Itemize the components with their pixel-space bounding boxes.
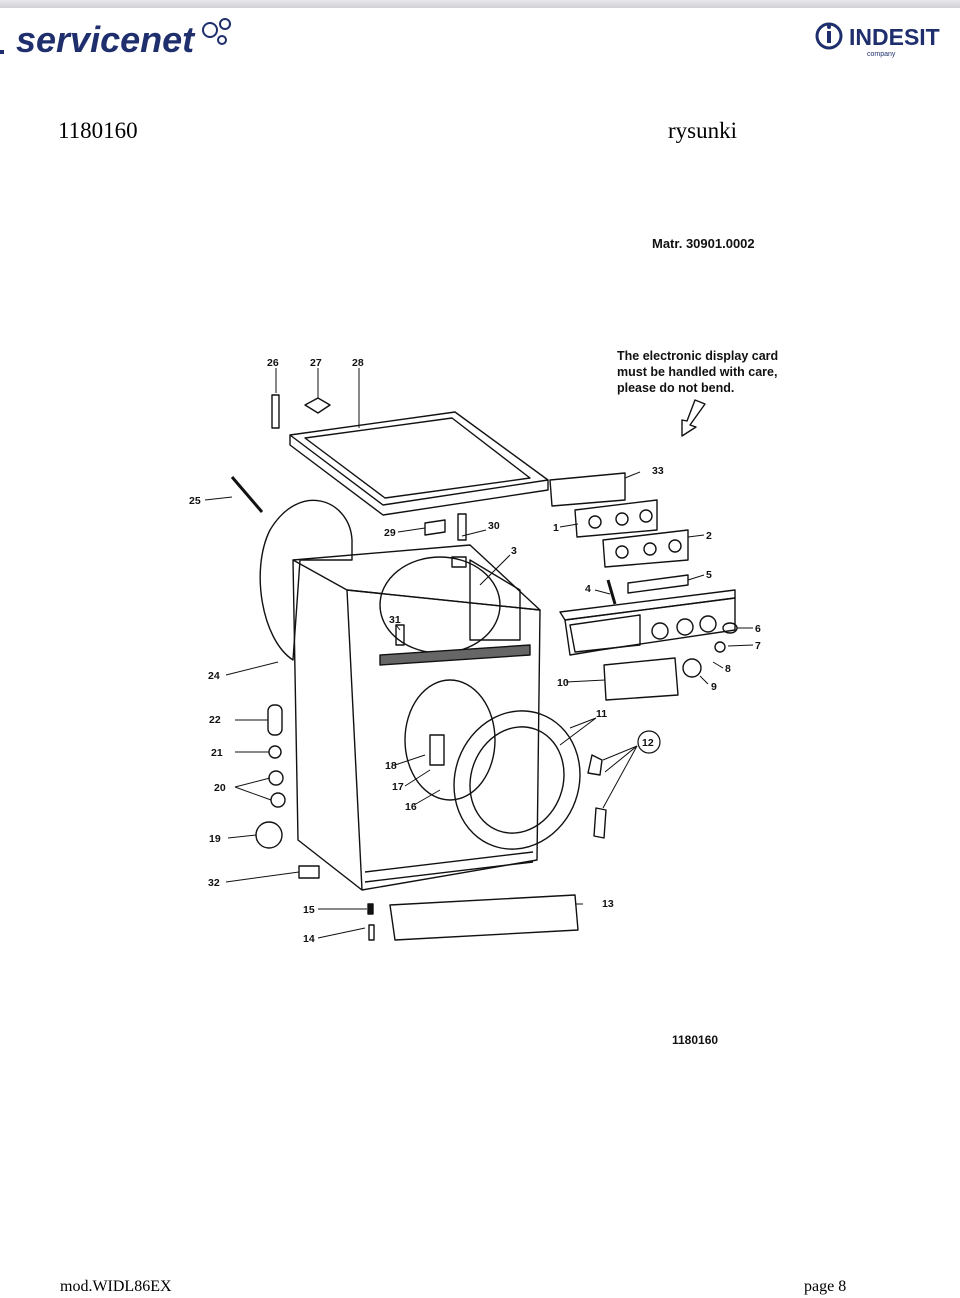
callout-15: 15 (303, 904, 315, 916)
exploded-diagram: Matr. 30901.0002 The electronic display … (189, 236, 778, 1047)
page-number: page 8 (804, 1278, 847, 1295)
knob (682, 658, 702, 678)
callout-7: 7 (755, 640, 761, 652)
servicenet-wordmark: servicenet (16, 19, 196, 60)
callout-17: 17 (392, 781, 404, 793)
callout-27: 27 (310, 357, 322, 369)
plinth (389, 894, 579, 941)
control-panel (559, 589, 736, 656)
callout-32: 32 (208, 877, 220, 889)
indesit-sub: company (867, 51, 896, 58)
callout-12: 12 (642, 737, 654, 749)
indesit-logo: INDESIT company (815, 22, 940, 58)
callout-9: 9 (711, 681, 717, 693)
callout-26: 26 (267, 357, 279, 369)
gear-icon (202, 18, 231, 45)
callout-14: 14 (303, 933, 315, 945)
drawer (603, 657, 679, 701)
model-label: mod.WIDL86EX (60, 1278, 172, 1295)
drawing-number: 1180160 (672, 1033, 718, 1047)
cabinet (292, 544, 541, 891)
callout-11: 11 (596, 708, 607, 720)
callout-6: 6 (755, 623, 761, 635)
callout-21: 21 (211, 747, 223, 759)
serial-number: Matr. 30901.0002 (652, 236, 755, 251)
document-id: 1180160 (58, 118, 138, 143)
callout-2: 2 (706, 530, 712, 542)
callout-10: 10 (557, 677, 569, 689)
callout-29: 29 (384, 527, 396, 539)
callout-30: 30 (488, 520, 500, 532)
small-parts (230, 394, 689, 941)
note-line-3: please do not bend. (617, 381, 734, 395)
callout-5: 5 (706, 569, 712, 581)
callout-16: 16 (405, 801, 417, 813)
callout-12-circle (637, 730, 661, 754)
callout-3: 3 (511, 545, 517, 557)
callout-13: 13 (602, 898, 614, 910)
callout-1: 1 (553, 522, 559, 534)
callout-31: 31 (389, 614, 401, 626)
callout-20: 20 (214, 782, 226, 794)
indesit-wordmark: INDESIT (849, 24, 940, 50)
callout-24: 24 (208, 670, 220, 682)
top-lid (289, 411, 549, 516)
callout-4: 4 (585, 583, 591, 595)
leader-lines (204, 368, 754, 939)
note-line-1: The electronic display card (617, 349, 778, 363)
callout-19: 19 (209, 833, 221, 845)
display-cards (549, 472, 689, 568)
callout-22: 22 (209, 714, 221, 726)
header-bar (0, 0, 960, 8)
section-title: rysunki (668, 118, 737, 143)
warning-arrow-icon (681, 399, 706, 437)
indesit-mark-icon (815, 22, 843, 50)
callout-33: 33 (652, 465, 664, 477)
note-line-2: must be handled with care, (617, 365, 777, 379)
servicenet-logo: servicenet (0, 18, 231, 60)
rear-panel (259, 499, 353, 661)
door (404, 679, 581, 850)
callout-25: 25 (189, 495, 201, 507)
callout-28: 28 (352, 357, 364, 369)
callout-8: 8 (725, 663, 731, 675)
callout-18: 18 (385, 760, 397, 772)
